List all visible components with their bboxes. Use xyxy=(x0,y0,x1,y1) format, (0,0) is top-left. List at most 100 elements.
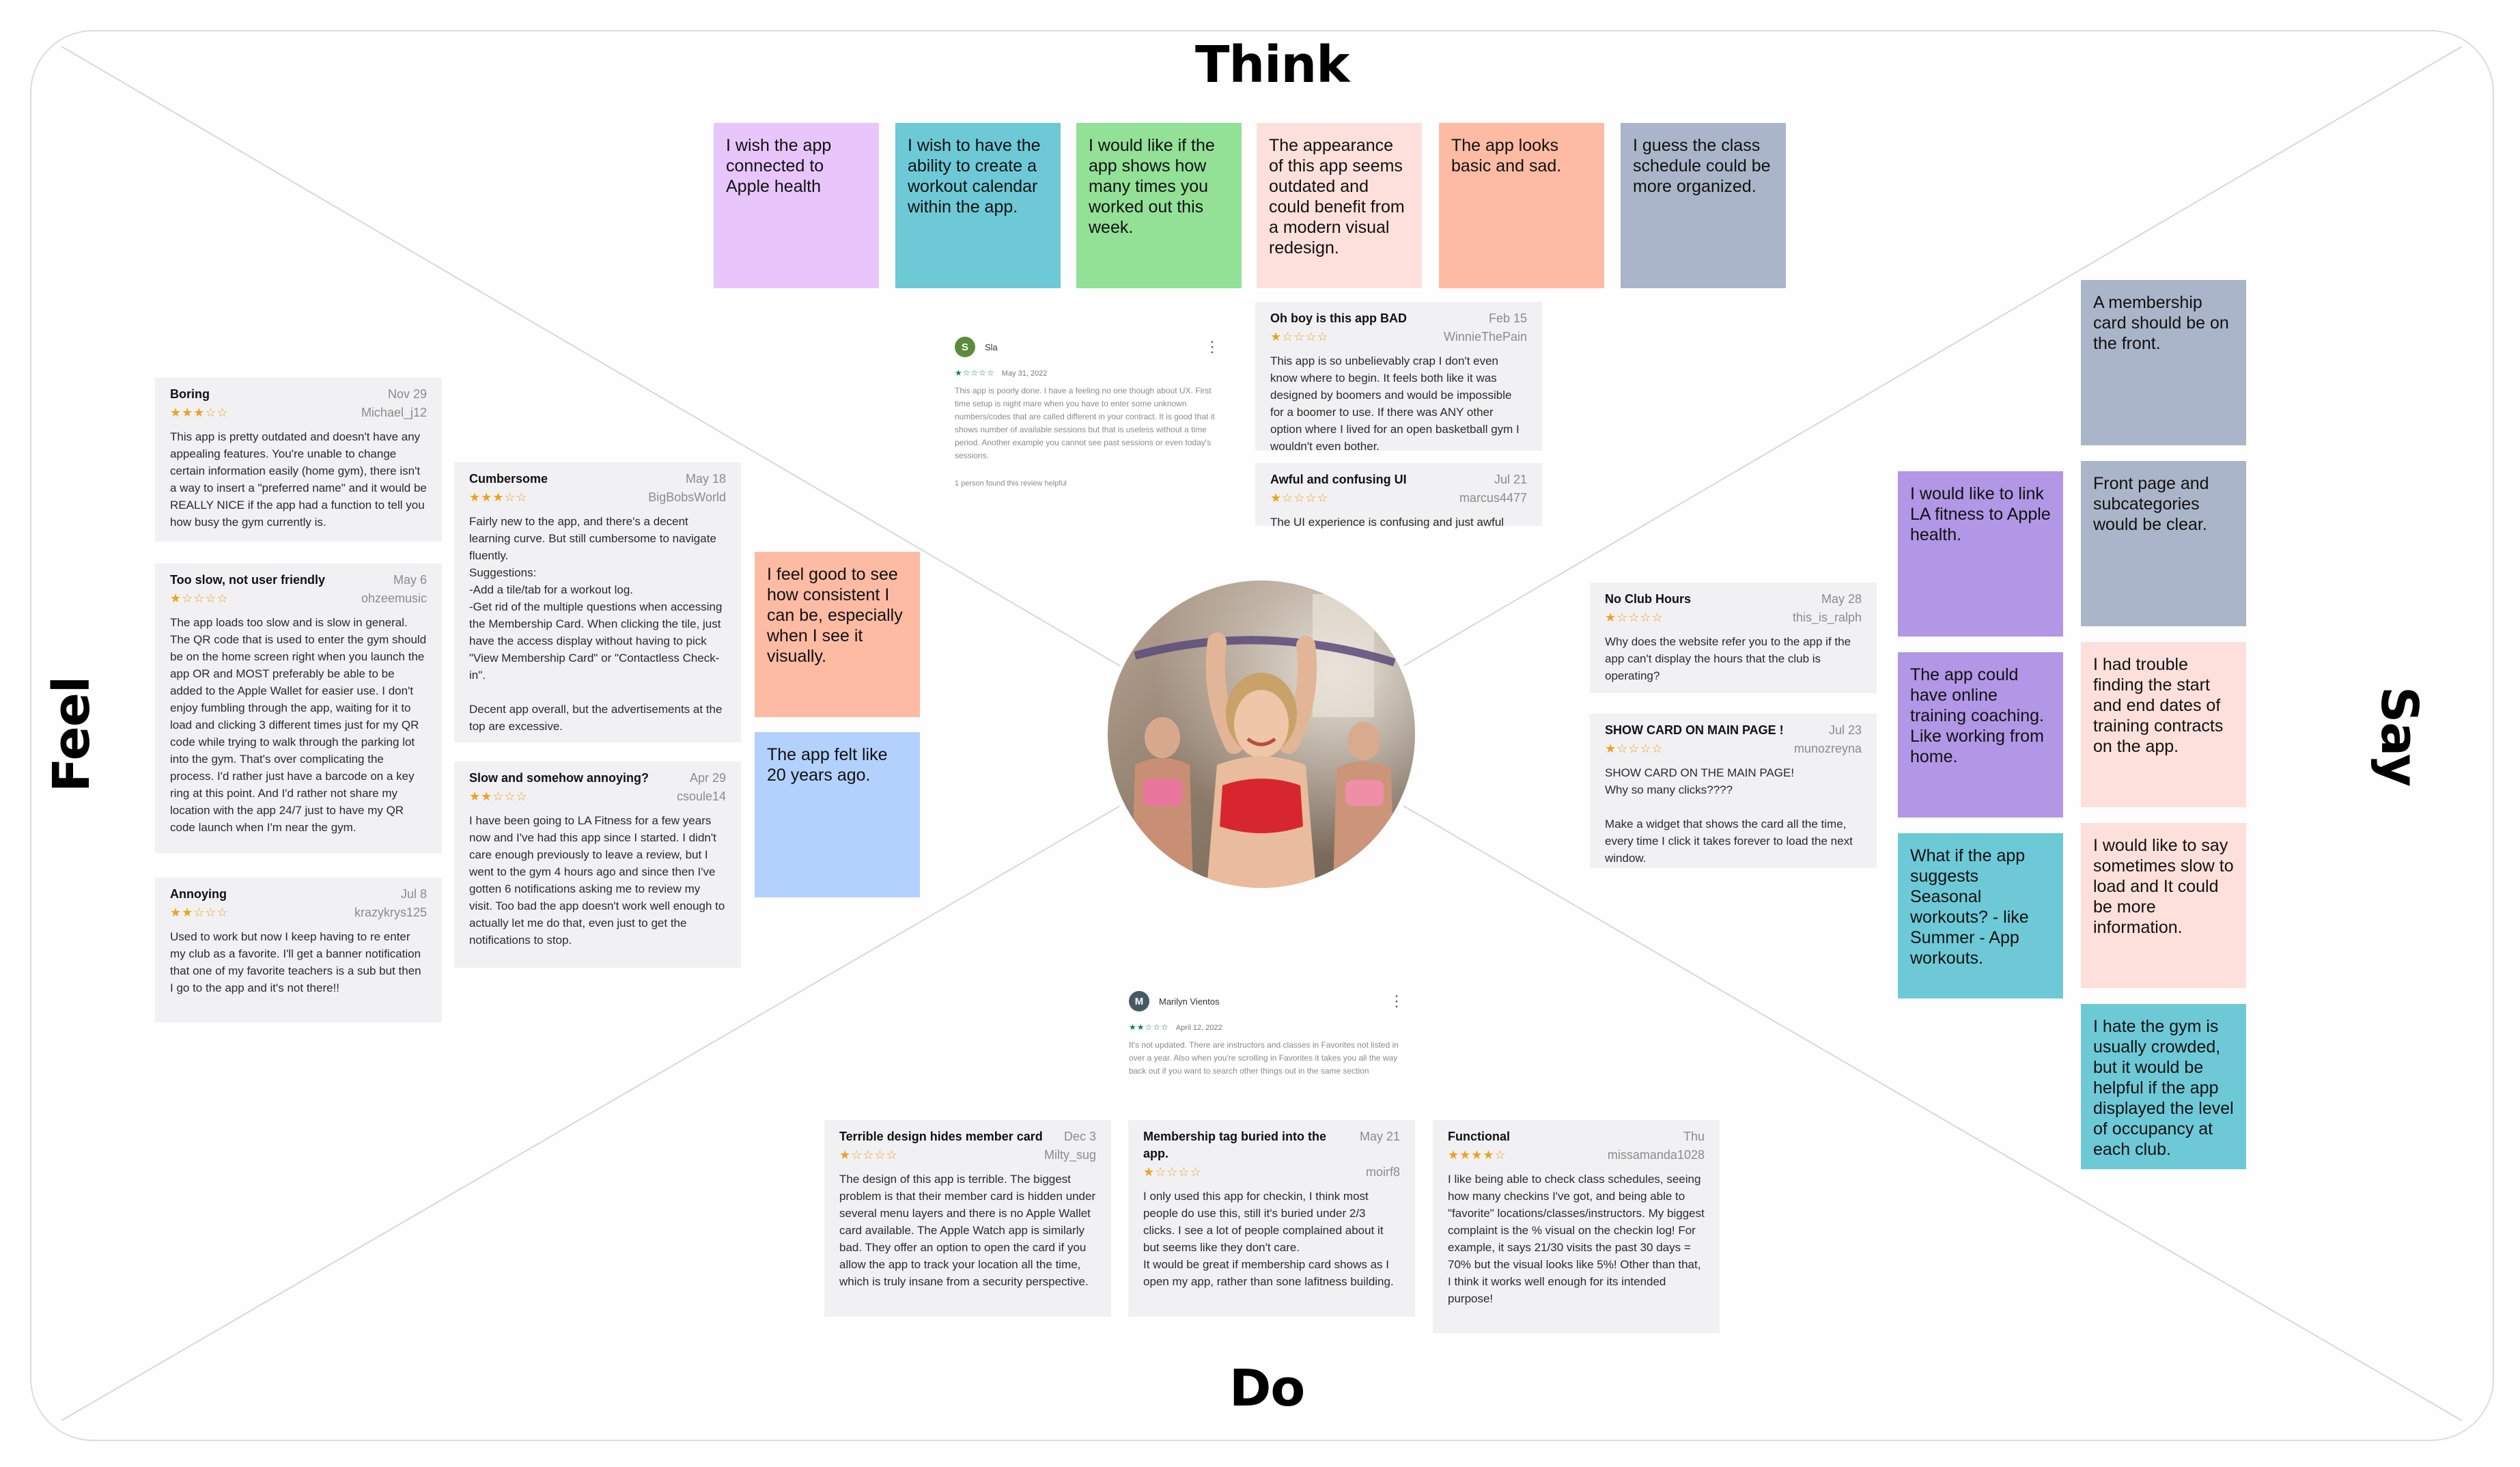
review-date: Dec 3 xyxy=(1064,1128,1096,1145)
feel-note-2[interactable]: The app felt like 20 years ago. xyxy=(755,732,920,897)
review-show-card[interactable]: SHOW CARD ON MAIN PAGE ! Jul 23 ★☆☆☆☆ muno… xyxy=(1590,714,1877,868)
review-date: May 21 xyxy=(1360,1128,1400,1145)
review-body: The app loads too slow and is slow in ge… xyxy=(170,614,427,836)
review-body: It's not updated. There are instructors … xyxy=(1129,1039,1404,1078)
review-body: I like being able to check class schedul… xyxy=(1448,1171,1705,1307)
say-note-slow-load[interactable]: I would like to say sometimes slow to lo… xyxy=(2081,823,2246,988)
feel-note-1[interactable]: I feel good to see how consistent I can … xyxy=(755,552,920,717)
say-note-occupancy[interactable]: I hate the gym is usually crowded, but i… xyxy=(2081,1004,2246,1169)
fitness-class-photo xyxy=(1108,581,1415,888)
review-body: Fairly new to the app, and there's a dec… xyxy=(469,513,726,735)
say-note-seasonal-workouts[interactable]: What if the app suggests Seasonal workou… xyxy=(1898,833,2063,998)
review-title: SHOW CARD ON MAIN PAGE ! xyxy=(1605,722,1784,739)
think-label: Think xyxy=(1195,36,1349,94)
star-rating: ★☆☆☆☆ xyxy=(1270,490,1329,507)
star-rating: ★☆☆☆☆ xyxy=(955,368,995,378)
star-rating: ★☆☆☆☆ xyxy=(1143,1164,1202,1181)
star-rating: ★☆☆☆☆ xyxy=(1605,740,1664,757)
think-note-5[interactable]: The app looks basic and sad. xyxy=(1439,123,1604,288)
star-rating: ★★☆☆☆ xyxy=(170,904,229,921)
review-title: Slow and somehow annoying? xyxy=(469,770,649,787)
review-user: BigBobsWorld xyxy=(648,489,726,506)
star-rating: ★★☆☆☆ xyxy=(469,788,528,805)
avatar: S xyxy=(955,337,975,357)
review-date: Jul 23 xyxy=(1829,722,1862,739)
review-title: Cumbersome xyxy=(469,471,548,488)
avatar: M xyxy=(1129,991,1149,1011)
review-body: SHOW CARD ON THE MAIN PAGE! Why so many … xyxy=(1605,764,1862,867)
reviewer-name: Sla xyxy=(985,341,1205,354)
reviewer-name: Marilyn Vientos xyxy=(1159,995,1389,1008)
star-rating: ★☆☆☆☆ xyxy=(1605,609,1664,626)
star-rating: ★☆☆☆☆ xyxy=(839,1147,898,1164)
think-note-2[interactable]: I wish to have the ability to create a w… xyxy=(895,123,1061,288)
review-user: missamanda1028 xyxy=(1608,1147,1705,1164)
review-title: Oh boy is this app BAD xyxy=(1270,310,1407,327)
google-review-marilyn[interactable]: M Marilyn Vientos ⋮ ★★☆☆☆April 12, 2022 … xyxy=(1118,979,1415,1108)
review-body: This app is poorly done. I have a feelin… xyxy=(955,385,1220,462)
do-label: Do xyxy=(1229,1359,1304,1418)
review-date: May 28 xyxy=(1821,591,1862,608)
star-rating: ★★★★☆ xyxy=(1448,1147,1507,1164)
more-options-icon[interactable]: ⋮ xyxy=(1389,994,1404,1008)
review-title: Too slow, not user friendly xyxy=(170,572,325,589)
review-title: Terrible design hides member card xyxy=(839,1128,1043,1145)
review-body: Used to work but now I keep having to re… xyxy=(170,928,427,996)
google-review-sla[interactable]: S Sla ⋮ ★☆☆☆☆ May 31, 2022 This app is po… xyxy=(944,324,1231,505)
think-note-3[interactable]: I would like if the app shows how many t… xyxy=(1076,123,1242,288)
review-user: WinnieThePain xyxy=(1444,329,1527,346)
say-note-front-page[interactable]: Front page and subcategories would be cl… xyxy=(2081,461,2246,626)
review-user: Milty_sug xyxy=(1044,1147,1096,1164)
review-date: April 12, 2022 xyxy=(1176,1024,1222,1032)
review-user: ohzeemusic xyxy=(361,590,427,607)
review-user: this_is_ralph xyxy=(1793,609,1862,626)
review-functional[interactable]: Functional Thu ★★★★☆ missamanda1028 I like… xyxy=(1433,1120,1720,1333)
review-user: moirf8 xyxy=(1366,1164,1400,1181)
review-no-club-hours[interactable]: No Club Hours May 28 ★☆☆☆☆ this_is_ralph W… xyxy=(1590,583,1877,693)
review-slow-annoying[interactable]: Slow and somehow annoying?Apr 29 ★★☆☆☆cs… xyxy=(454,762,741,968)
review-date: Thu xyxy=(1683,1128,1705,1145)
review-title: Boring xyxy=(170,386,210,403)
more-options-icon[interactable]: ⋮ xyxy=(1205,340,1220,354)
star-rating: ★★☆☆☆ xyxy=(1129,1022,1169,1032)
say-note-membership-front[interactable]: A membership card should be on the front… xyxy=(2081,280,2246,445)
review-title: Awful and confusing UI xyxy=(1270,471,1407,488)
review-title: Annoying xyxy=(170,886,227,903)
review-body: Why does the website refer you to the ap… xyxy=(1605,633,1862,684)
say-note-contract-dates[interactable]: I had trouble finding the start and end … xyxy=(2081,642,2246,807)
review-annoying[interactable]: Annoying Jul 8 ★★☆☆☆ krazykrys125 Used to … xyxy=(155,878,442,1022)
review-user: marcus4477 xyxy=(1459,490,1527,507)
say-note-online-coaching[interactable]: The app could have online training coach… xyxy=(1898,652,2063,818)
review-body: I have been going to LA Fitness for a fe… xyxy=(469,812,726,949)
think-note-4[interactable]: The appearance of this app seems outdate… xyxy=(1257,123,1422,288)
helpful-count: 1 person found this review helpful xyxy=(955,477,1220,490)
review-user: Michael_j12 xyxy=(361,404,427,421)
star-rating: ★★★☆☆ xyxy=(170,404,229,421)
review-date: Jul 8 xyxy=(401,886,427,903)
review-terrible-design[interactable]: Terrible design hides member card Dec 3 ★… xyxy=(824,1120,1111,1317)
review-user: krazykrys125 xyxy=(354,904,427,921)
review-membership-tag[interactable]: Membership tag buried into the app. May 2… xyxy=(1128,1120,1415,1317)
review-date: Nov 29 xyxy=(388,386,427,403)
review-body: This app is pretty outdated and doesn't … xyxy=(170,428,427,531)
review-body: The design of this app is terrible. The … xyxy=(839,1171,1096,1290)
review-user: munozreyna xyxy=(1794,740,1862,757)
review-date: May 31, 2022 xyxy=(1002,369,1048,378)
say-label: Say xyxy=(2370,686,2428,786)
review-title: Membership tag buried into the app. xyxy=(1143,1128,1348,1162)
review-date: Feb 15 xyxy=(1489,310,1527,327)
review-title: Functional xyxy=(1448,1128,1510,1145)
review-title: No Club Hours xyxy=(1605,591,1691,608)
review-date: May 18 xyxy=(686,471,726,488)
think-note-6[interactable]: I guess the class schedule could be more… xyxy=(1621,123,1786,288)
review-body: The UI experience is confusing and just … xyxy=(1270,514,1527,531)
say-note-link-apple-health[interactable]: I would like to link LA fitness to Apple… xyxy=(1898,471,2063,637)
feel-label: Feel xyxy=(42,677,101,792)
review-date: Apr 29 xyxy=(690,770,726,787)
review-boring[interactable]: Boring Nov 29 ★★★☆☆ Michael_j12 This app i… xyxy=(155,378,442,542)
think-note-1[interactable]: I wish the app connected to Apple health xyxy=(714,123,879,288)
